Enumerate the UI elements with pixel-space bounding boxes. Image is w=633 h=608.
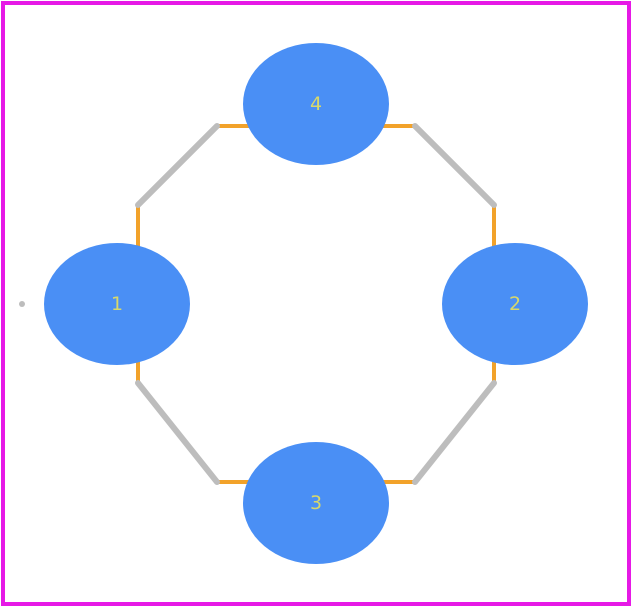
pad-3: 3	[243, 442, 389, 564]
pad-2-label: 2	[509, 293, 521, 315]
silk-diag-top-right	[412, 123, 497, 208]
pad-3-label: 3	[310, 492, 322, 514]
pad-2: 2	[442, 243, 588, 365]
silkscreen-gray	[135, 123, 497, 485]
silkscreen-orange	[136, 124, 496, 484]
pin1-marker-dot	[19, 301, 25, 307]
pad-1: 1	[44, 243, 190, 365]
pad-4-label: 4	[310, 93, 322, 115]
pad-3-shape	[243, 442, 389, 564]
silk-diag-bottom-left	[135, 380, 220, 485]
pad-1-label: 1	[111, 293, 123, 315]
pad-4: 4	[243, 43, 389, 165]
pad-1-shape	[44, 243, 190, 365]
pad-4-shape	[243, 43, 389, 165]
silk-diag-top-left	[135, 123, 220, 208]
silk-diag-bottom-right	[412, 380, 497, 485]
pad-2-shape	[442, 243, 588, 365]
